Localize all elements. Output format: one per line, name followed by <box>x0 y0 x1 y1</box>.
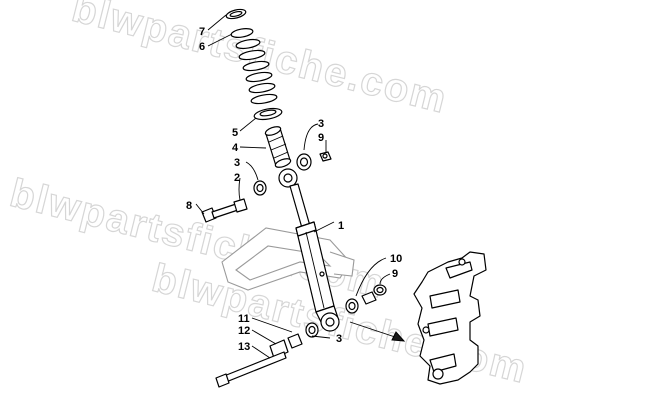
spring-retainer-clip <box>225 8 247 20</box>
callout-10: 10 <box>390 253 402 265</box>
lower-hardware-right <box>345 284 387 314</box>
coil-spring <box>230 28 278 105</box>
callout-11: 11 <box>238 313 250 325</box>
callout-3: 3 <box>234 157 240 169</box>
callout-3: 3 <box>336 333 342 345</box>
upper-hardware-right <box>296 151 332 171</box>
spring-seat <box>253 107 283 121</box>
callout-5: 5 <box>232 127 238 139</box>
callout-3: 3 <box>318 118 324 130</box>
lower-hardware-left <box>215 322 319 388</box>
spindle-knuckle <box>413 251 487 385</box>
callout-9: 9 <box>318 132 324 144</box>
callout-12: 12 <box>238 325 250 337</box>
bump-stop <box>264 126 292 168</box>
callout-8: 8 <box>186 200 192 212</box>
callout-9: 9 <box>392 268 398 280</box>
leader-lines <box>195 14 391 359</box>
callout-2: 2 <box>234 172 240 184</box>
direction-arrow <box>349 321 406 342</box>
callout-4: 4 <box>232 142 239 154</box>
shock-absorber <box>278 168 340 332</box>
callout-labels: 7 6 5 4 3 9 3 2 8 1 10 9 11 12 13 3 <box>186 26 402 353</box>
callout-6: 6 <box>199 41 205 53</box>
callout-1: 1 <box>338 220 344 232</box>
callout-13: 13 <box>238 341 250 353</box>
callout-7: 7 <box>199 26 205 38</box>
upper-hardware-left <box>201 180 267 223</box>
